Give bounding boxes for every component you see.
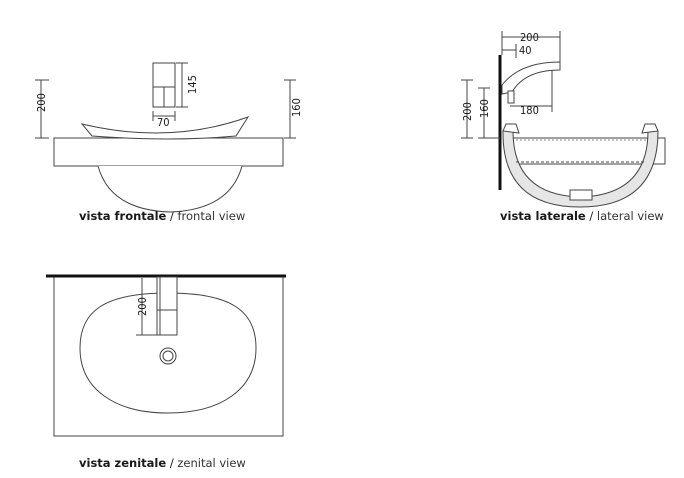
frontal-dim-160-label: 160 xyxy=(290,98,303,117)
frontal-view xyxy=(35,62,296,213)
lateral-dim-200-left-label: 200 xyxy=(461,102,474,121)
frontal-dim-145-label: 145 xyxy=(186,75,199,94)
lateral-dim-180 xyxy=(510,70,553,112)
caption-frontal-en: frontal view xyxy=(177,209,246,223)
caption-zenital-sep: / xyxy=(166,456,178,470)
lateral-view xyxy=(461,31,666,208)
lateral-dim-200-top xyxy=(501,31,561,62)
lateral-dim-160 xyxy=(478,87,500,139)
lateral-dim-160-left-label: 160 xyxy=(478,99,491,118)
lateral-dim-200-left xyxy=(461,79,473,139)
lateral-counter xyxy=(509,137,666,165)
lateral-spout xyxy=(501,61,561,95)
lateral-dim-180-label: 180 xyxy=(520,104,539,117)
frontal-rim xyxy=(80,116,250,140)
caption-zenital: vista zenitale / zenital view xyxy=(79,456,246,470)
frontal-counter xyxy=(53,137,284,167)
caption-zenital-en: zenital view xyxy=(177,456,246,470)
lateral-dim-40 xyxy=(502,44,517,58)
caption-zenital-it: vista zenitale xyxy=(79,456,167,470)
zenital-spout xyxy=(156,276,178,336)
frontal-dim-70 xyxy=(152,111,176,121)
caption-frontal-it: vista frontale xyxy=(79,209,167,223)
frontal-dim-70-label: 70 xyxy=(157,116,170,129)
caption-frontal: vista frontale / frontal view xyxy=(79,209,245,223)
caption-frontal-sep: / xyxy=(166,209,178,223)
lateral-dim-40-label: 40 xyxy=(519,44,532,57)
zenital-view xyxy=(46,274,286,437)
frontal-dim-160 xyxy=(284,79,296,139)
frontal-basin xyxy=(97,165,243,213)
lateral-dim-200-top-label: 200 xyxy=(520,31,539,44)
caption-lateral: vista laterale / lateral view xyxy=(500,209,664,223)
zenital-dim-200-label: 200 xyxy=(136,297,149,316)
caption-lateral-sep: / xyxy=(585,209,597,223)
caption-lateral-it: vista laterale xyxy=(500,209,586,223)
frontal-dim-145 xyxy=(176,62,188,108)
zenital-basin xyxy=(79,292,257,414)
zenital-dim-200 xyxy=(136,278,157,336)
frontal-dim-200-label: 200 xyxy=(35,93,48,112)
frontal-dim-200 xyxy=(35,79,49,139)
zenital-drain xyxy=(159,347,177,365)
caption-lateral-en: lateral view xyxy=(596,209,664,223)
